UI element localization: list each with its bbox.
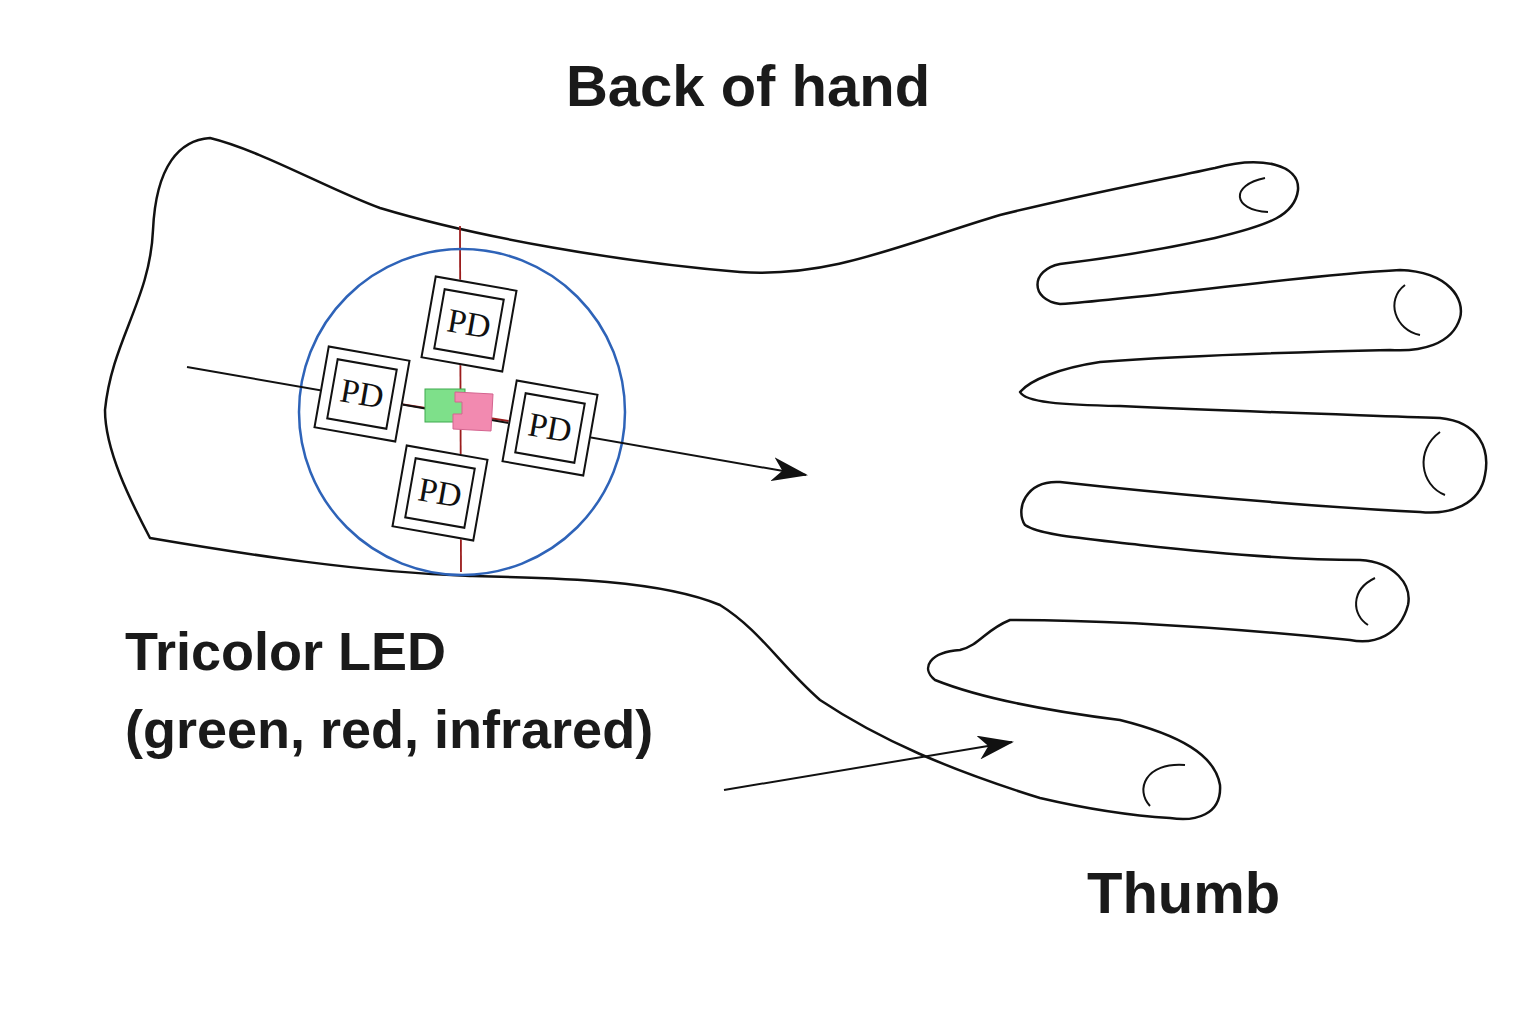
photodiode-box: PD [501, 379, 598, 476]
photodiode-label: PD [416, 472, 465, 513]
direction-arrow [187, 367, 806, 475]
led-red [453, 392, 493, 431]
led-label: Tricolor LED (green, red, infrared) [125, 612, 653, 769]
title: Back of hand [566, 52, 930, 119]
fingernail [1394, 285, 1420, 335]
fingernail [1143, 765, 1185, 806]
leader-arrow [724, 742, 1012, 790]
photodiode-label: PD [338, 373, 387, 414]
fingernail [1356, 578, 1375, 625]
photodiode-label: PD [445, 303, 494, 344]
photodiode-box: PD [313, 345, 410, 442]
sensor-circle [299, 249, 625, 575]
part-label: Thumb [1087, 858, 1280, 928]
photodiode-label: PD [526, 407, 575, 448]
fingernail [1424, 432, 1445, 495]
photodiode-box: PD [391, 444, 488, 541]
fingernail [1240, 178, 1268, 212]
hand-outline [105, 138, 1486, 819]
photodiode-box: PD [420, 275, 517, 372]
